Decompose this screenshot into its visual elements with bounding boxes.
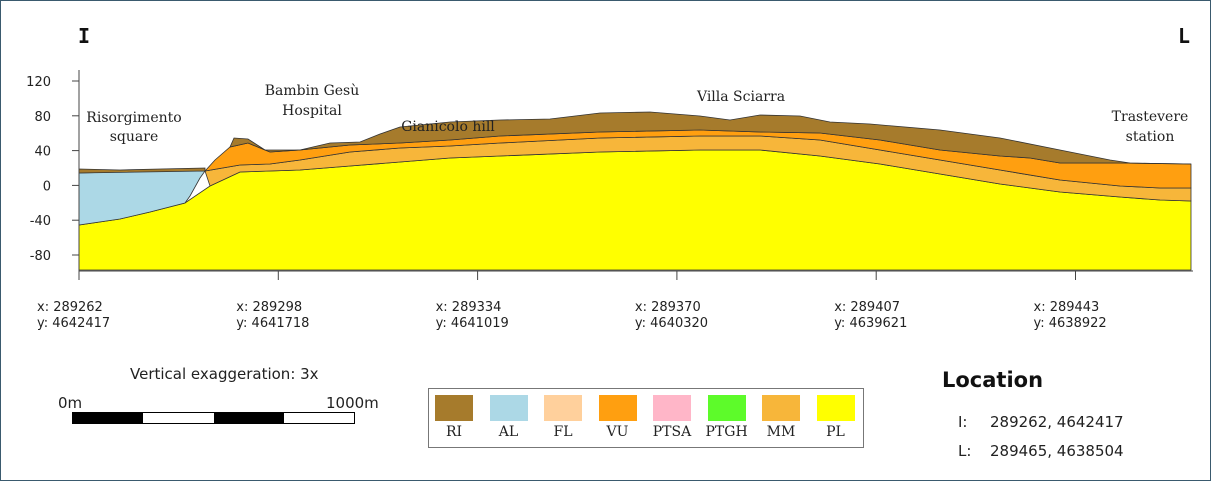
scale-end-label: 1000m: [326, 394, 379, 412]
legend-item-mm: MM: [760, 395, 802, 440]
x-tick-easting: x: 289443: [1033, 300, 1100, 315]
location-point-value: 289262, 4642417: [990, 413, 1124, 431]
y-tick-label: 120: [26, 75, 51, 90]
x-tick-easting: x: 289407: [834, 300, 901, 315]
legend: RI AL FL VU PTSA PTGH MM PL: [428, 388, 864, 448]
scale-start-label: 0m: [58, 394, 83, 412]
legend-item-fl: FL: [542, 395, 584, 440]
y-tick-label: 0: [43, 179, 51, 194]
place-label: Villa Sciarra: [696, 89, 785, 105]
legend-swatch: [816, 395, 855, 421]
x-tick-northing: y: 4641718: [236, 316, 310, 331]
legend-item-ri: RI: [433, 395, 475, 440]
legend-item-ptsa: PTSA: [651, 395, 693, 440]
legend-swatch: [489, 395, 528, 421]
y-tick-label: -40: [30, 214, 51, 229]
x-tick-northing: y: 4638922: [1033, 316, 1107, 331]
layer-RI-hill: [229, 111, 1192, 165]
legend-swatch: [435, 395, 473, 421]
location-point-l: L: 289465, 4638504: [958, 442, 1124, 460]
location-title: Location: [942, 368, 1044, 392]
scale-bar: [72, 412, 355, 424]
place-label: Gianicolo hill: [401, 119, 495, 135]
legend-label: MM: [766, 424, 796, 440]
location-point-i: I: 289262, 4642417: [958, 413, 1124, 431]
section-end-label: L: [1178, 24, 1191, 48]
legend-label: RI: [445, 424, 463, 440]
legend-swatch: [598, 395, 637, 421]
legend-item-al: AL: [488, 395, 530, 440]
legend-swatch: [544, 395, 582, 421]
x-tick-northing: y: 4639621: [834, 316, 908, 331]
legend-item-pl: PL: [815, 395, 857, 440]
legend-label: AL: [498, 424, 519, 440]
x-tick-easting: x: 289334: [435, 300, 502, 315]
y-tick-label: -80: [30, 249, 51, 264]
location-point-key: L:: [958, 442, 972, 460]
legend-swatch: [707, 395, 746, 421]
legend-label: PTGH: [705, 424, 748, 440]
legend-label: VU: [606, 424, 629, 440]
x-tick-northing: y: 4641019: [435, 316, 509, 331]
x-tick-easting: x: 289370: [634, 300, 701, 315]
x-tick-northing: y: 4640320: [634, 316, 709, 331]
location-point-key: I:: [958, 413, 968, 431]
y-tick-label: 40: [34, 145, 51, 160]
y-tick-label: 80: [34, 110, 51, 125]
section-start-label: I: [78, 24, 91, 48]
x-tick-northing: y: 4642417: [37, 316, 111, 331]
x-tick-easting: x: 289262: [37, 300, 103, 315]
location-point-value: 289465, 4638504: [990, 442, 1124, 460]
legend-item-ptgh: PTGH: [706, 395, 748, 440]
legend-label: FL: [553, 424, 573, 440]
legend-swatch: [762, 395, 800, 421]
vertical-exaggeration-label: Vertical exaggeration: 3x: [130, 365, 319, 383]
x-tick-easting: x: 289298: [236, 300, 303, 315]
legend-item-vu: VU: [597, 395, 639, 440]
legend-swatch: [653, 395, 691, 421]
legend-label: PTSA: [652, 424, 692, 440]
legend-label: PL: [826, 424, 845, 440]
